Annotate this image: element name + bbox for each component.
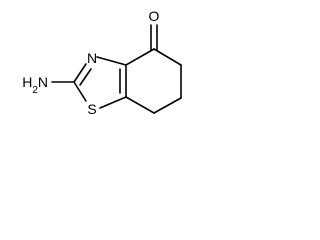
chemical-structure-diagram: O N S H2N — [22, 8, 182, 117]
bond-c7-c7a — [125, 96, 155, 114]
sulfur-label: S — [87, 101, 96, 117]
bond-c3a-c4 — [125, 48, 155, 66]
oxygen-label: O — [149, 8, 160, 24]
bond-n3-c2-inner — [79, 68, 92, 86]
bond-c4-c5 — [153, 48, 182, 66]
bond-s1-c7a — [99, 96, 127, 109]
bond-c3a-n3 — [96, 56, 127, 66]
bond-c2-s1 — [73, 81, 87, 102]
amino-group-label: H2N — [22, 74, 48, 96]
bond-n3-c2 — [73, 63, 87, 83]
ring-nitrogen-label: N — [87, 50, 97, 66]
bond-c6-c7 — [153, 97, 182, 114]
